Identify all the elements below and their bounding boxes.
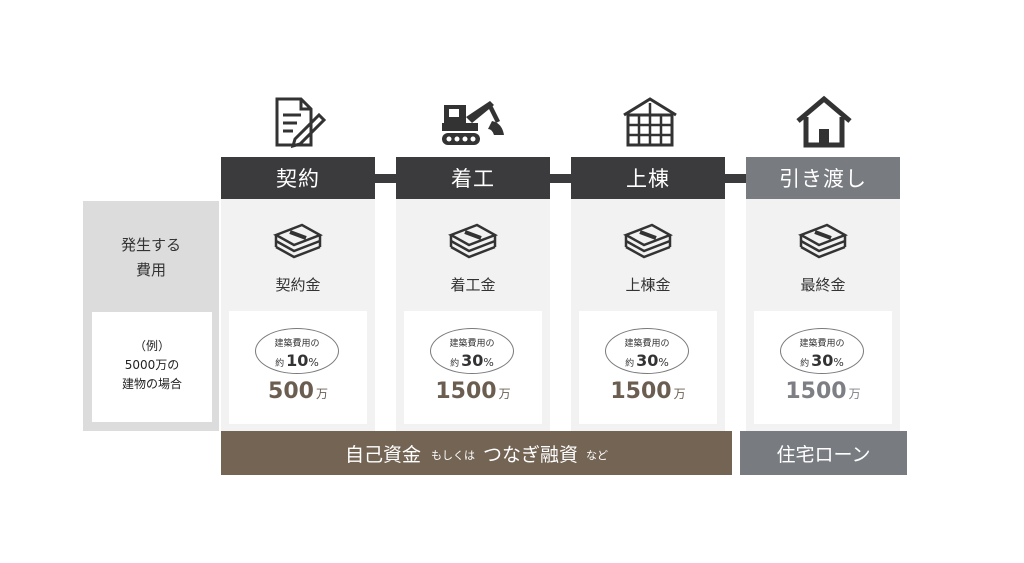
amount-value: 1500: [610, 379, 672, 404]
amount-unit: 万: [315, 387, 328, 401]
timeline-connector: [375, 174, 397, 183]
money-stack-icon: [798, 223, 848, 259]
example-line1: （例）: [133, 339, 170, 353]
mortgage-bar: 住宅ローン: [740, 431, 907, 475]
example-line3: 建物の場合: [121, 377, 182, 391]
percentage-value: 10: [286, 351, 309, 370]
percentage-value: 30: [636, 351, 659, 370]
self-funds-text: 自己資金: [344, 443, 421, 466]
example-line2: 5000万の: [124, 358, 180, 372]
payment-label: 着工金: [450, 276, 496, 294]
basis-text: 建築費用の: [799, 339, 845, 349]
row-label-panel: 発生する 費用 （例） 5000万の 建物の場合: [83, 201, 219, 431]
self-funds-bar: 自己資金 もしくは つなぎ融資 など: [221, 431, 732, 475]
timeline-connector: [724, 174, 747, 183]
amount-value: 1500: [785, 379, 847, 404]
money-stack-icon: [448, 223, 498, 259]
amount-value: 1500: [435, 379, 497, 404]
approx-prefix: 約: [450, 359, 460, 369]
amount-unit: 万: [848, 387, 861, 401]
percent-unit: %: [833, 356, 844, 369]
approx-prefix: 約: [800, 359, 810, 369]
percentage-value: 30: [811, 351, 834, 370]
percentage-value: 30: [461, 351, 484, 370]
house-frame-icon: [623, 97, 677, 147]
example-label-card: （例） 5000万の 建物の場合: [92, 312, 212, 422]
basis-text: 建築費用の: [274, 339, 320, 349]
cost-label-line1: 発生する: [120, 236, 181, 254]
percent-unit: %: [658, 356, 669, 369]
basis-text: 建築費用の: [624, 339, 670, 349]
or-text: もしくは: [431, 449, 475, 462]
percent-unit: %: [308, 356, 319, 369]
stage-title-handover: 引き渡し: [746, 157, 900, 199]
timeline-connector: [549, 174, 572, 183]
bridge-loan-text: つなぎ融資: [483, 443, 579, 466]
etc-text: など: [586, 449, 609, 462]
excavator-icon: [442, 101, 504, 145]
stage-title-framing: 上棟: [571, 157, 725, 199]
approx-prefix: 約: [275, 359, 285, 369]
approx-prefix: 約: [625, 359, 635, 369]
amount-value: 500: [268, 379, 314, 404]
cost-row-label: 発生する 費用: [83, 233, 219, 283]
payment-label: 最終金: [800, 276, 846, 294]
basis-text: 建築費用の: [449, 339, 495, 349]
payment-label: 上棟金: [625, 276, 671, 294]
money-stack-icon: [273, 223, 323, 259]
house-icon: [796, 95, 852, 148]
amount-unit: 万: [673, 387, 686, 401]
percent-unit: %: [483, 356, 494, 369]
amount-unit: 万: [498, 387, 511, 401]
mortgage-text: 住宅ローン: [776, 443, 871, 466]
payment-label: 契約金: [275, 276, 321, 294]
stage-title-construction-start: 着工: [396, 157, 550, 199]
stage-title-contract: 契約: [221, 157, 375, 199]
cost-label-line2: 費用: [135, 261, 166, 279]
contract-document-icon: [275, 97, 327, 149]
money-stack-icon: [623, 223, 673, 259]
